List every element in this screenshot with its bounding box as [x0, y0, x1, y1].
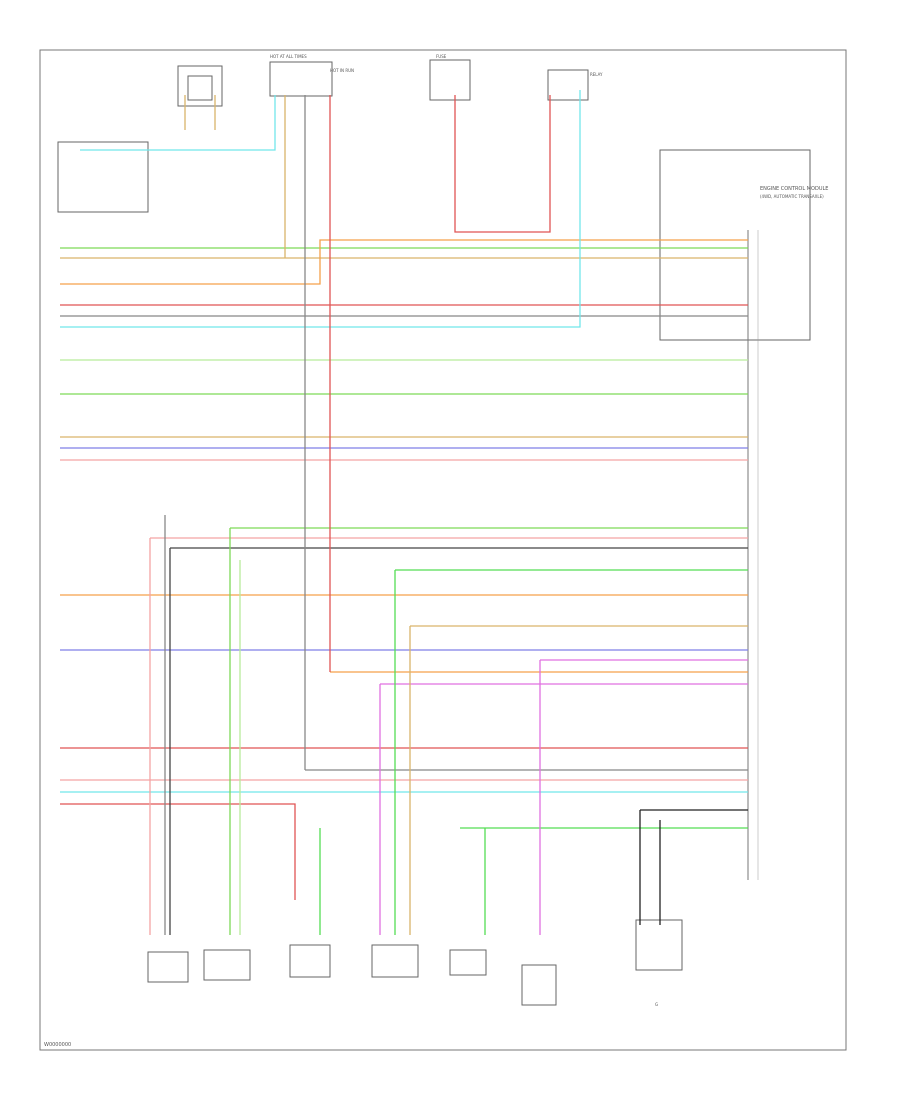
wire-layer: [60, 90, 748, 935]
module-pins-label: (4WD, AUTOMATIC TRANSAXLE): [760, 194, 824, 199]
drop-9: [80, 95, 276, 151]
page-code: W0000000: [44, 1042, 71, 1048]
hot-at-all-times-label: HOT AT ALL TIMES: [270, 54, 307, 59]
relay-box: [547, 69, 589, 101]
wire-6: [60, 90, 581, 328]
module-label: ENGINE CONTROL MODULE: [760, 186, 828, 192]
wire-3: [60, 239, 748, 285]
diagram-frame: [39, 49, 847, 1051]
relay-label: RELAY: [590, 72, 603, 77]
wire-26: [60, 803, 296, 900]
bottom-component-6: [521, 964, 557, 1006]
ecm-top-box: [659, 149, 811, 341]
top-left-component-inner: [187, 75, 213, 101]
fuse-box: [429, 59, 471, 101]
bottom-component-7: [635, 919, 683, 971]
bottom-component-4: [371, 944, 419, 978]
bottom-component-1: [147, 951, 189, 983]
top-mid-component: [269, 61, 333, 97]
bottom-component-3: [289, 944, 331, 978]
hot-in-run-label: HOT IN RUN: [330, 68, 354, 73]
ground-label: G: [655, 1002, 658, 1007]
bottom-component-2: [203, 949, 251, 981]
fuse-label: FUSE: [436, 54, 447, 59]
drop-18: [454, 95, 551, 233]
left-connector-block: [57, 141, 149, 213]
top-left-component: [177, 65, 223, 107]
bottom-component-5: [449, 949, 487, 976]
